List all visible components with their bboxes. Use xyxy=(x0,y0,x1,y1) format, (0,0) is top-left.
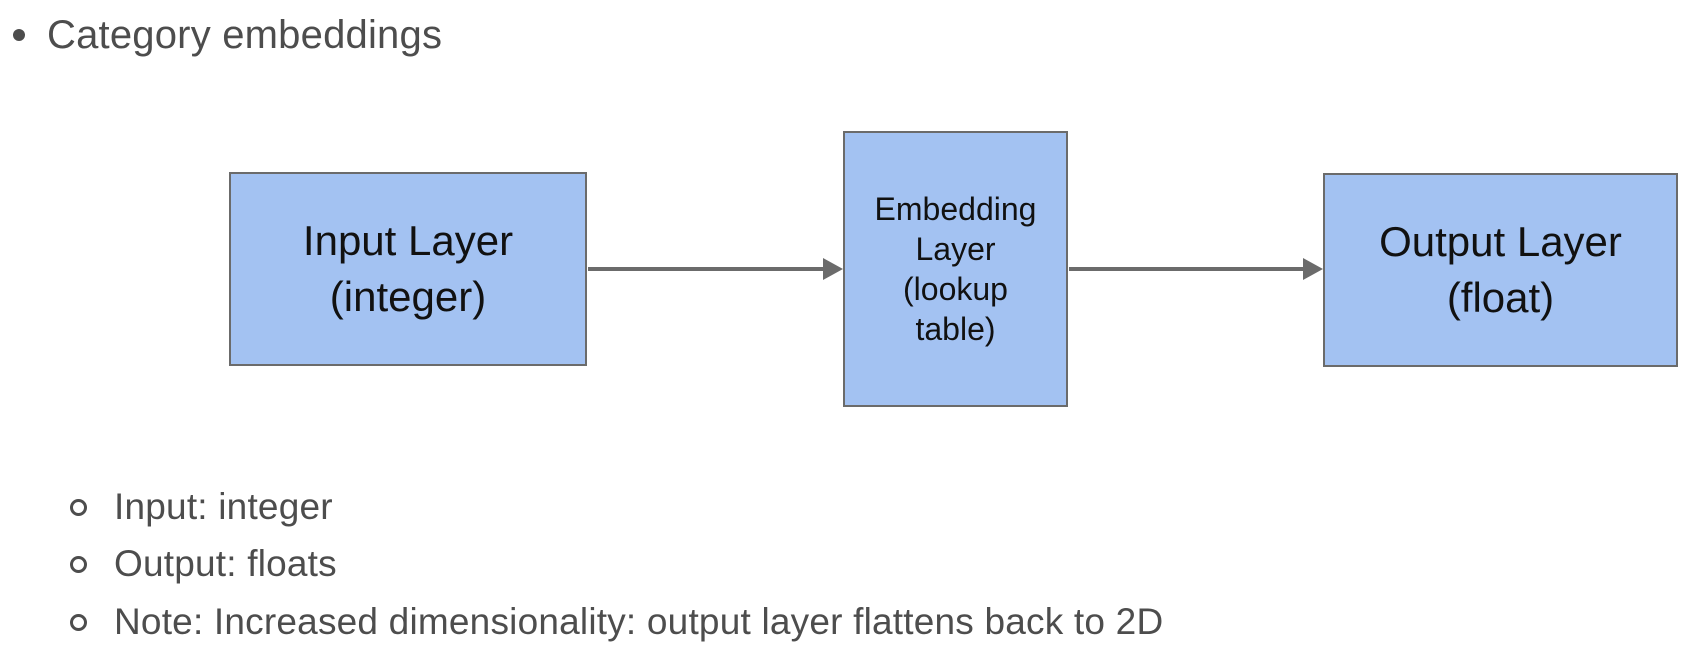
node-output-layer: Output Layer (float) xyxy=(1323,173,1678,367)
arrow-input-to-embedding-head-icon xyxy=(823,258,843,280)
bullet-circle-icon xyxy=(70,498,87,516)
top-bullet-item: Category embeddings xyxy=(13,12,442,58)
node-embedding-layer: Embedding Layer (lookup table) xyxy=(843,131,1068,407)
node-label-line: (float) xyxy=(1446,274,1555,321)
sub-bullet-note: Note: Increased dimensionality: output l… xyxy=(114,601,1164,642)
node-label-line: table) xyxy=(915,311,996,347)
node-input-layer: Input Layer (integer) xyxy=(229,172,587,366)
node-label-line: (lookup xyxy=(903,271,1008,307)
list-item: Note: Increased dimensionality: output l… xyxy=(70,601,1163,643)
bullet-disc-icon xyxy=(13,29,25,41)
node-label-line: Input Layer xyxy=(302,217,514,264)
sub-bullet-input: Input: integer xyxy=(114,486,333,527)
node-label-line: Output Layer xyxy=(1379,218,1622,265)
node-embedding-layer-label: Embedding Layer (lookup table) xyxy=(875,189,1037,349)
sub-bullet-output: Output: floats xyxy=(114,543,337,584)
arrow-embedding-to-output-line xyxy=(1069,267,1304,271)
node-output-layer-label: Output Layer (float) xyxy=(1379,214,1622,326)
node-label-line: Layer xyxy=(915,231,996,267)
page-title: Category embeddings xyxy=(47,13,443,57)
arrow-embedding-to-output-head-icon xyxy=(1303,258,1323,280)
list-item: Output: floats xyxy=(70,543,337,585)
bullet-circle-icon xyxy=(70,555,87,573)
node-label-line: Embedding xyxy=(874,191,1037,227)
arrow-input-to-embedding-line xyxy=(588,267,824,271)
node-input-layer-label: Input Layer (integer) xyxy=(303,213,513,325)
bullet-circle-icon xyxy=(70,613,87,631)
list-item: Input: integer xyxy=(70,486,333,528)
node-label-line: (integer) xyxy=(329,273,487,320)
